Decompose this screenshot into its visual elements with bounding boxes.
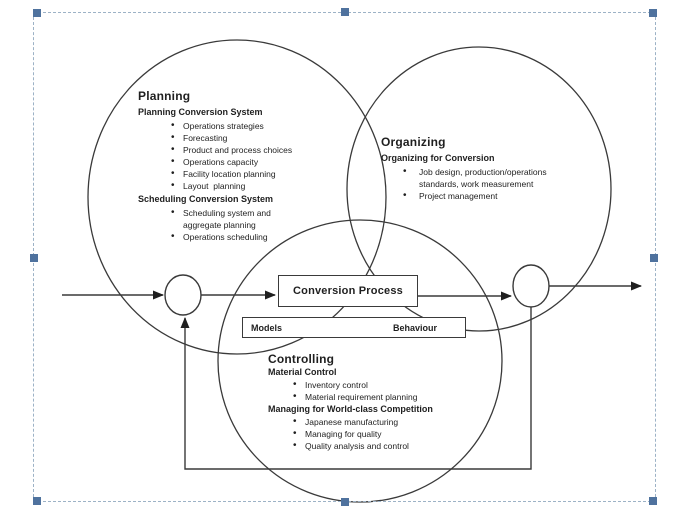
controlling-subheading-1: Material Control bbox=[268, 367, 337, 377]
resize-handle-top-left[interactable] bbox=[33, 9, 41, 17]
planning-title: Planning bbox=[138, 89, 191, 103]
resize-handle-bottom-left[interactable] bbox=[33, 497, 41, 505]
organizing-subheading: Organizing for Conversion bbox=[381, 153, 495, 163]
bullet-item: Job design, production/operations standa… bbox=[403, 166, 559, 190]
bullet-item: Scheduling system and aggregate planning bbox=[171, 207, 311, 231]
controlling-title: Controlling bbox=[268, 352, 335, 366]
controlling-text-block: Controlling Material Control Inventory c… bbox=[268, 352, 453, 452]
bullet-item: Inventory control bbox=[293, 379, 455, 391]
planning-text-block: Planning Planning Conversion System Oper… bbox=[138, 89, 323, 243]
planning-subheading-1: Planning Conversion System bbox=[138, 107, 263, 117]
bullet-item: Quality analysis and control bbox=[293, 440, 455, 452]
bullet-item: Operations strategies bbox=[171, 120, 311, 132]
bullet-item: Operations scheduling bbox=[171, 231, 311, 243]
organizing-text-block: Organizing Organizing for Conversion Job… bbox=[381, 135, 566, 202]
resize-handle-top-right[interactable] bbox=[649, 9, 657, 17]
planning-subheading-2: Scheduling Conversion System bbox=[138, 194, 274, 204]
bullet-item: Japanese manufacturing bbox=[293, 416, 455, 428]
bullet-item: Material requirement planning bbox=[293, 391, 455, 403]
planning-circle[interactable] bbox=[87, 39, 387, 355]
controlling-bullet-list-2: Japanese manufacturing Managing for qual… bbox=[268, 416, 455, 452]
controlling-bullet-list-1: Inventory control Material requirement p… bbox=[268, 379, 455, 403]
right-junction-node[interactable] bbox=[512, 264, 550, 308]
resize-handle-left-middle[interactable] bbox=[30, 254, 38, 262]
models-label: Models bbox=[251, 323, 283, 333]
controlling-subheading-2: Managing for World-class Competition bbox=[268, 404, 433, 414]
resize-handle-right-middle[interactable] bbox=[650, 254, 658, 262]
selection-border bbox=[33, 12, 656, 502]
resize-handle-bottom-right[interactable] bbox=[649, 497, 657, 505]
organizing-circle[interactable] bbox=[346, 46, 612, 332]
conversion-process-label: Conversion Process bbox=[293, 285, 403, 297]
organizing-title: Organizing bbox=[381, 135, 446, 149]
left-junction-node[interactable] bbox=[164, 274, 202, 316]
conversion-process-box[interactable]: Conversion Process bbox=[278, 275, 418, 307]
planning-bullet-list-2: Scheduling system and aggregate planning… bbox=[138, 207, 311, 243]
bullet-item: Project management bbox=[403, 190, 559, 202]
organizing-bullet-list: Job design, production/operations standa… bbox=[381, 166, 559, 202]
models-behaviour-bar[interactable]: Models Behaviour bbox=[242, 317, 466, 338]
resize-handle-bottom-middle[interactable] bbox=[341, 498, 349, 506]
feedback-loop-arrow bbox=[180, 307, 532, 470]
behaviour-label: Behaviour bbox=[393, 323, 438, 333]
bullet-item: Managing for quality bbox=[293, 428, 455, 440]
controlling-circle[interactable] bbox=[217, 219, 503, 503]
bullet-item: Facility location planning bbox=[171, 168, 311, 180]
resize-handle-top-middle[interactable] bbox=[341, 8, 349, 16]
bullet-item: Forecasting bbox=[171, 132, 311, 144]
bullet-item: Layout planning bbox=[171, 180, 311, 192]
bullet-item: Product and process choices bbox=[171, 144, 311, 156]
bullet-item: Operations capacity bbox=[171, 156, 311, 168]
planning-bullet-list-1: Operations strategies Forecasting Produc… bbox=[138, 120, 311, 192]
